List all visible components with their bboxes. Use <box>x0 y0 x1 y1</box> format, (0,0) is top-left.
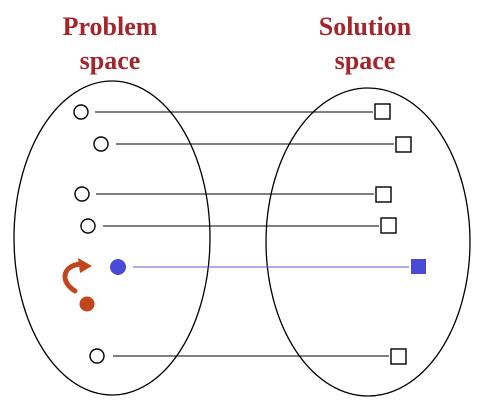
problem-node <box>74 186 90 202</box>
mapping-1 <box>73 103 391 120</box>
problem-node <box>73 104 89 120</box>
solution-node <box>375 186 392 203</box>
solution-node <box>380 217 397 234</box>
solution-node <box>395 136 412 153</box>
curved-arrow-icon <box>62 261 83 294</box>
mapping-6 <box>89 348 407 365</box>
arrow-head-icon <box>78 258 92 273</box>
solution-node <box>390 348 407 365</box>
problem-node <box>80 218 96 234</box>
mapping-4 <box>80 217 397 234</box>
solution-space-title-line1: Solution <box>318 12 412 41</box>
mapping-2 <box>93 136 412 153</box>
highlighted-mapping <box>110 259 426 275</box>
problem-node <box>93 136 109 152</box>
problem-space-ellipse <box>13 80 211 396</box>
alternate-problem-node <box>79 296 95 312</box>
solution-node <box>411 259 426 274</box>
mapping-group <box>73 103 426 365</box>
solution-space-title: Solution space <box>275 10 455 78</box>
problem-node <box>89 348 105 364</box>
problem-node <box>110 259 126 275</box>
problem-space-title-line2: space <box>79 46 141 75</box>
problem-space-title-line1: Problem <box>62 12 158 41</box>
mapping-3 <box>74 186 392 203</box>
solution-node <box>374 103 391 120</box>
alternate-problem-marker <box>62 258 95 312</box>
problem-space-title: Problem space <box>20 10 200 78</box>
solution-space-title-line2: space <box>334 46 396 75</box>
solution-space-ellipse <box>265 87 471 397</box>
